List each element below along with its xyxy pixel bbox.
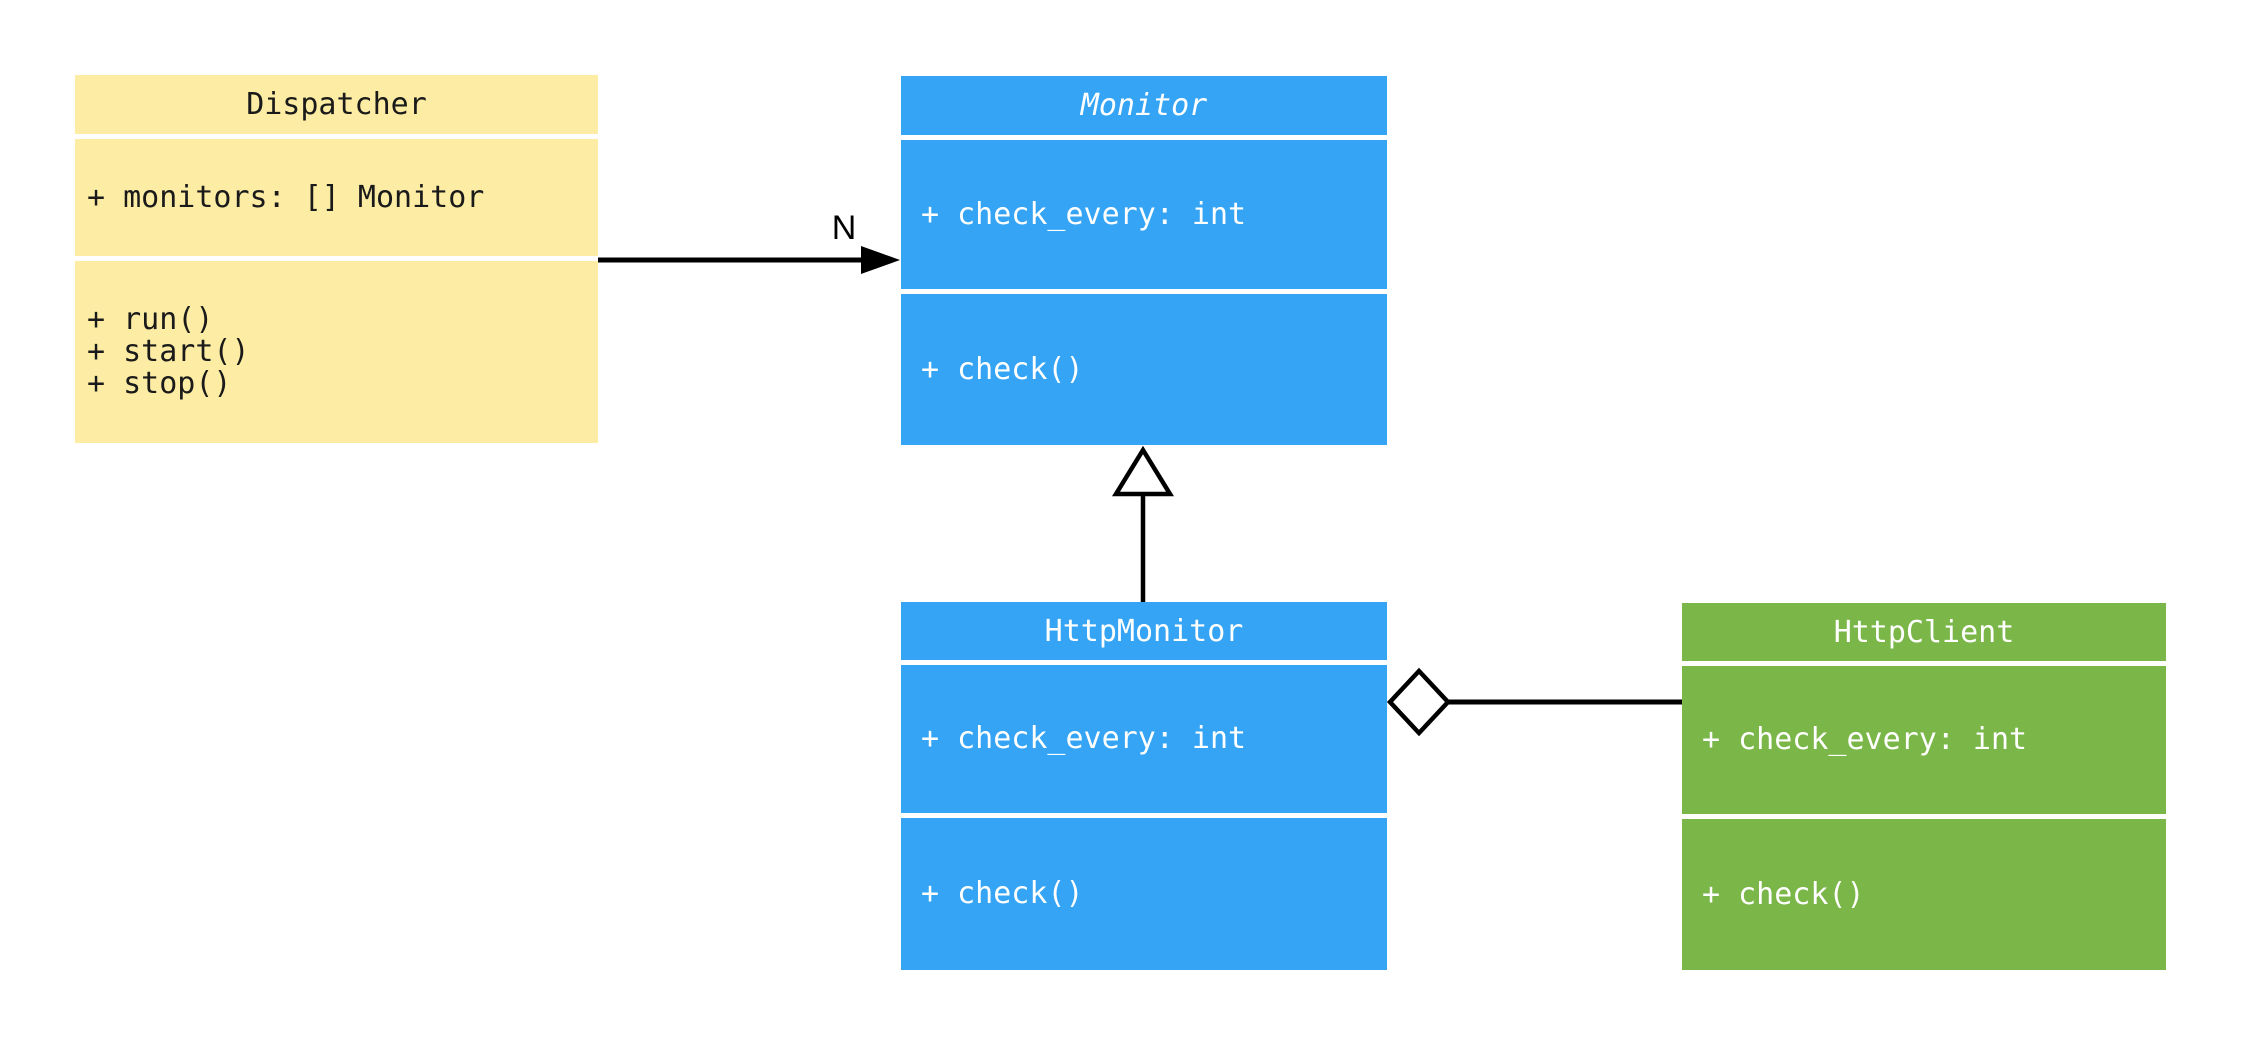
class-node-httpmonitor: HttpMonitor + check_every: int + check() <box>901 602 1387 970</box>
association-multiplicity-label: N <box>831 209 857 247</box>
class-node-monitor: Monitor + check_every: int + check() <box>901 76 1387 445</box>
class-attributes-dispatcher: + monitors: [] Monitor <box>75 139 598 256</box>
class-title-httpmonitor: HttpMonitor <box>901 602 1387 660</box>
class-title-monitor: Monitor <box>901 76 1387 135</box>
class-node-dispatcher: Dispatcher + monitors: [] Monitor + run(… <box>75 75 598 443</box>
class-methods-dispatcher: + run() + start() + stop() <box>75 261 598 443</box>
class-node-httpclient: HttpClient + check_every: int + check() <box>1682 603 2166 970</box>
class-methods-httpclient: + check() <box>1682 819 2166 970</box>
aggregation-diamond-icon <box>1386 667 1452 737</box>
class-title-httpclient: HttpClient <box>1682 603 2166 661</box>
class-attributes-monitor: + check_every: int <box>901 140 1387 289</box>
association-arrowhead-icon <box>861 246 900 274</box>
class-methods-monitor: + check() <box>901 294 1387 445</box>
inheritance-triangle-icon <box>1111 445 1175 497</box>
class-methods-httpmonitor: + check() <box>901 818 1387 970</box>
class-attributes-httpmonitor: + check_every: int <box>901 665 1387 813</box>
class-title-dispatcher: Dispatcher <box>75 75 598 134</box>
class-attributes-httpclient: + check_every: int <box>1682 666 2166 814</box>
